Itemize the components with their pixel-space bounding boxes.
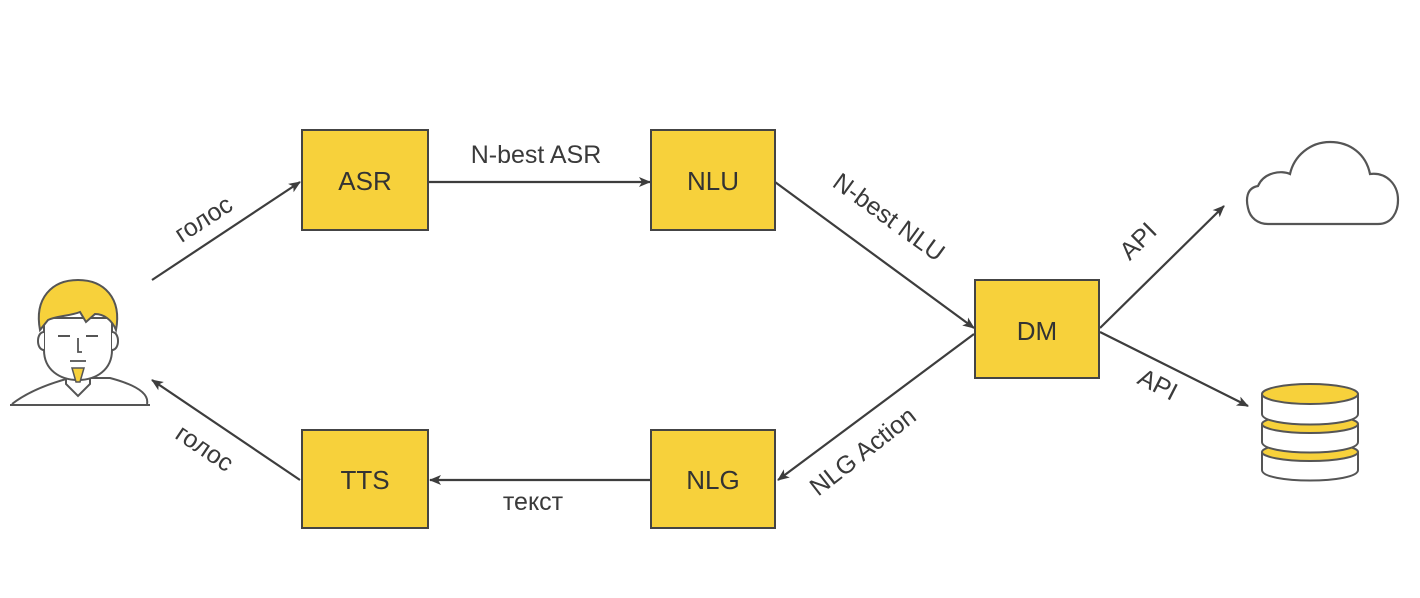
node-nlu-label: NLU <box>687 166 739 196</box>
edge-label-nlu-to-dm: N-best NLU <box>828 168 950 267</box>
edge-tts-to-user <box>151 379 301 481</box>
edge-dm-to-db <box>1099 331 1249 407</box>
node-asr-label: ASR <box>338 166 391 196</box>
database-icon <box>1261 383 1359 482</box>
edge-dm-to-cloud <box>1099 205 1225 329</box>
node-nlu: NLU <box>650 129 776 231</box>
node-tts: TTS <box>301 429 429 529</box>
node-asr: ASR <box>301 129 429 231</box>
edge-label-user-to-asr: голос <box>170 190 238 248</box>
node-dm-label: DM <box>1017 316 1057 346</box>
cloud-icon <box>1245 140 1400 226</box>
edge-nlu-to-dm <box>774 181 975 329</box>
edge-label-tts-to-user: голос <box>170 419 238 478</box>
node-nlg-label: NLG <box>686 465 739 495</box>
user-avatar-icon <box>10 278 150 406</box>
edge-label-asr-to-nlu: N-best ASR <box>471 141 602 169</box>
edge-label-nlg-to-tts: текст <box>503 488 564 516</box>
edge-dm-to-nlg <box>777 333 975 481</box>
edge-user-to-asr <box>151 181 301 281</box>
node-dm: DM <box>974 279 1100 379</box>
edge-label-dm-to-cloud: API <box>1114 217 1162 265</box>
node-tts-label: TTS <box>340 465 389 495</box>
node-nlg: NLG <box>650 429 776 529</box>
